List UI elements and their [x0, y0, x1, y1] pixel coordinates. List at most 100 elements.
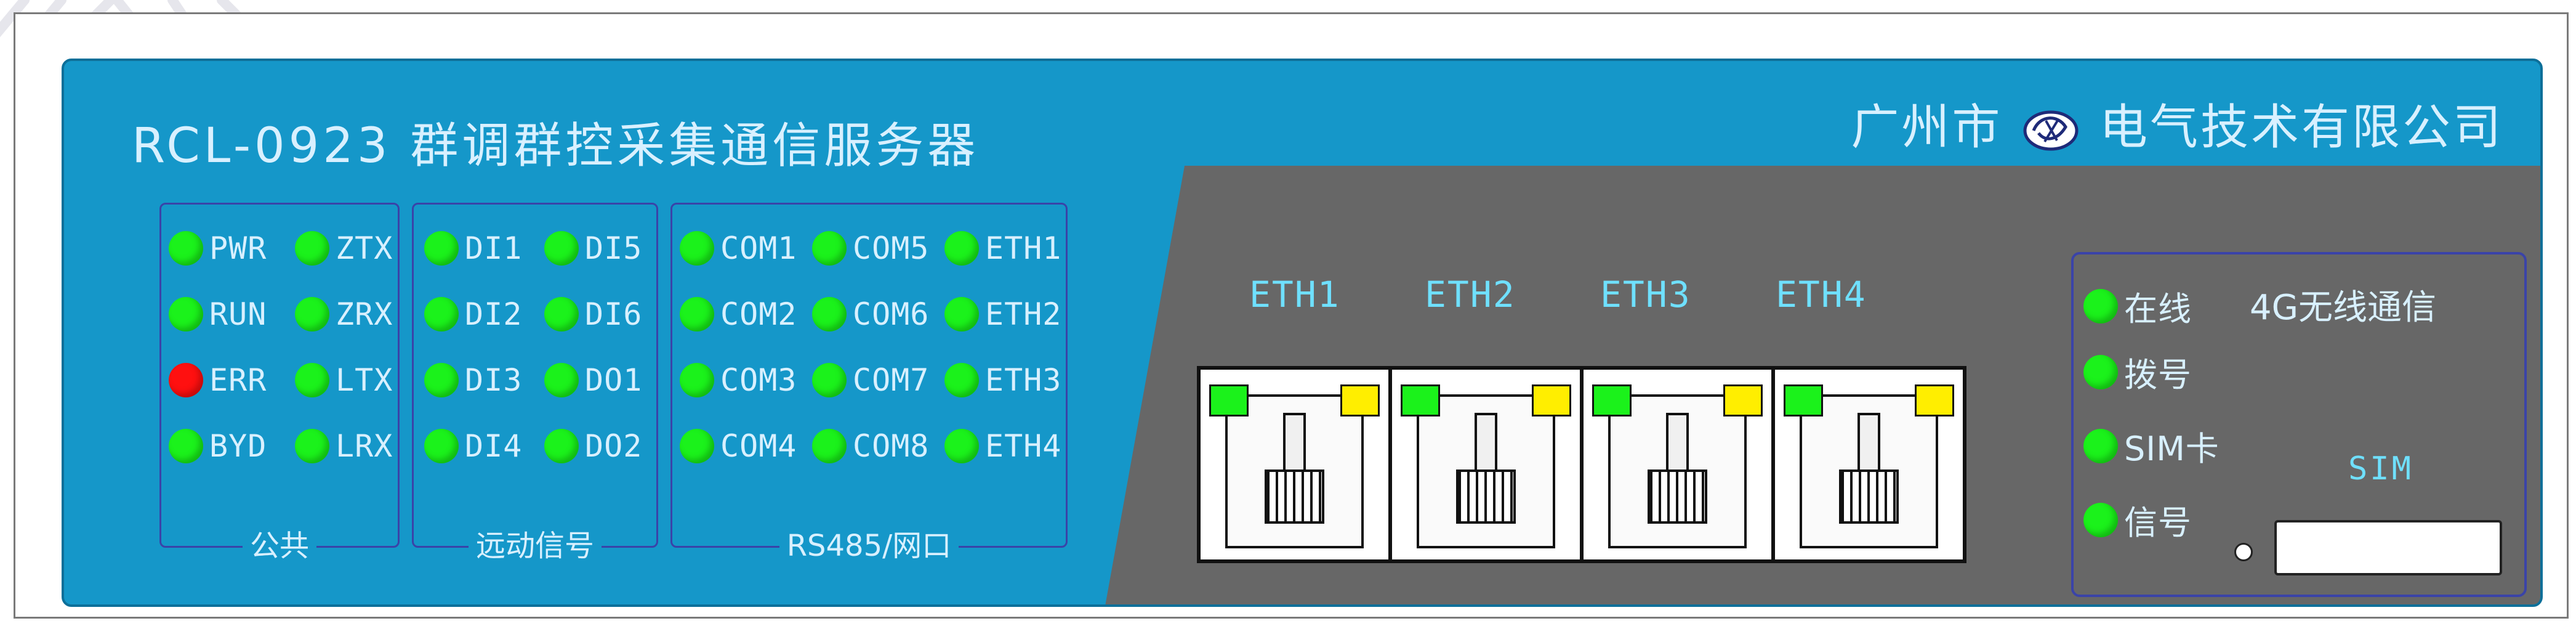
led-indicator [169, 231, 203, 266]
led-indicator [424, 231, 459, 266]
led-indicator [295, 363, 329, 397]
led-indicator [812, 297, 847, 331]
led-di2: DI2 [424, 296, 522, 332]
led-com5: COM5 [812, 230, 929, 266]
led-pwr: PWR [169, 230, 267, 266]
led-di1: DI1 [424, 230, 522, 266]
company-suffix: 电气技术有限公司 [2099, 100, 2503, 155]
led-indicator [544, 363, 579, 397]
led-byd: BYD [169, 428, 267, 464]
led-eth2: ETH2 [944, 296, 1061, 332]
led-com4: COM4 [680, 428, 797, 464]
eth3-port-label: ETH3 [1600, 274, 1691, 315]
rj45-jack [1800, 394, 1938, 548]
eth4-port-label: ETH4 [1776, 274, 1867, 315]
led-indicator [812, 429, 847, 463]
group-common-label: 公共 [242, 529, 316, 563]
led-err: ERR [169, 362, 267, 398]
rj45-jack [1225, 394, 1364, 548]
port-activity-led [1723, 384, 1763, 417]
eth1-port-label: ETH1 [1249, 274, 1340, 315]
led-indicator [424, 363, 459, 397]
led-eth3: ETH3 [944, 362, 1061, 398]
led-signal: 信号 [2083, 495, 2192, 544]
led-indicator [2083, 288, 2118, 323]
led-do1: DO1 [544, 362, 642, 398]
led-com2: COM2 [680, 296, 797, 332]
front-panel: RCL-0923 群调群控采集通信服务器 广州市 电气技术有限公司 公共 PWR… [62, 59, 2543, 607]
led-di4: DI4 [424, 428, 522, 464]
eth2-port-label: ETH2 [1425, 274, 1516, 315]
company-logo-icon [2023, 110, 2079, 151]
led-indicator [2083, 428, 2118, 463]
port-link-led [1401, 384, 1440, 417]
led-run: RUN [169, 296, 267, 332]
wireless-module [2071, 252, 2527, 597]
led-indicator [544, 297, 579, 331]
led-indicator [944, 297, 979, 331]
group-remote-label: 远动信号 [468, 529, 602, 563]
group-common: 公共 [159, 203, 400, 563]
sim-eject-hole[interactable] [2234, 543, 2253, 561]
rj45-jack [1608, 394, 1747, 548]
company-name: 广州市 电气技术有限公司 [1851, 89, 2503, 158]
led-indicator [424, 297, 459, 331]
group-rs485: RS485/网口 [670, 203, 1068, 563]
led-ltx: LTX [295, 362, 393, 398]
port-activity-led [1340, 384, 1380, 417]
device-title: RCL-0923 群调群控采集通信服务器 [132, 118, 980, 174]
rj45-pins [1265, 470, 1324, 524]
led-eth1: ETH1 [944, 230, 1061, 266]
led-zrx: ZRX [295, 296, 393, 332]
led-indicator-red [169, 363, 203, 397]
led-indicator [680, 429, 714, 463]
led-indicator [680, 297, 714, 331]
port-link-led [1592, 384, 1632, 417]
ethernet-port-1[interactable] [1201, 370, 1392, 559]
company-prefix: 广州市 [1851, 100, 2003, 155]
led-com8: COM8 [812, 428, 929, 464]
led-indicator [424, 429, 459, 463]
ethernet-port-block [1197, 366, 1966, 563]
led-com6: COM6 [812, 296, 929, 332]
led-indicator [944, 429, 979, 463]
led-indicator [812, 231, 847, 266]
port-link-led [1784, 384, 1823, 417]
group-remote: 远动信号 [412, 203, 658, 563]
port-link-led [1209, 384, 1249, 417]
led-indicator [544, 231, 579, 266]
led-indicator [295, 231, 329, 266]
ethernet-port-4[interactable] [1775, 370, 1963, 559]
led-indicator [2083, 354, 2118, 389]
led-indicator [680, 363, 714, 397]
rj45-pins [1839, 470, 1899, 524]
wireless-title: 4G无线通信 [2250, 288, 2437, 328]
port-activity-led [1915, 384, 1954, 417]
sim-card-slot[interactable] [2274, 520, 2502, 575]
led-com1: COM1 [680, 230, 797, 266]
led-do2: DO2 [544, 428, 642, 464]
led-indicator [295, 297, 329, 331]
led-simcard: SIM卡 [2083, 421, 2220, 470]
led-indicator [169, 429, 203, 463]
port-activity-led [1532, 384, 1571, 417]
led-indicator [2083, 502, 2118, 537]
sim-label: SIM [2348, 450, 2413, 487]
rj45-pins [1648, 470, 1707, 524]
led-ztx: ZTX [295, 230, 393, 266]
led-online: 在线 [2083, 282, 2192, 330]
ethernet-port-2[interactable] [1392, 370, 1584, 559]
led-com3: COM3 [680, 362, 797, 398]
led-lrx: LRX [295, 428, 393, 464]
led-indicator [944, 363, 979, 397]
led-indicator [812, 363, 847, 397]
led-dial: 拨号 [2083, 348, 2192, 396]
ethernet-port-3[interactable] [1584, 370, 1775, 559]
rj45-pins [1456, 470, 1516, 524]
led-com7: COM7 [812, 362, 929, 398]
led-di3: DI3 [424, 362, 522, 398]
group-rs485-label: RS485/网口 [779, 529, 959, 563]
led-indicator [944, 231, 979, 266]
led-indicator [680, 231, 714, 266]
led-eth4: ETH4 [944, 428, 1061, 464]
